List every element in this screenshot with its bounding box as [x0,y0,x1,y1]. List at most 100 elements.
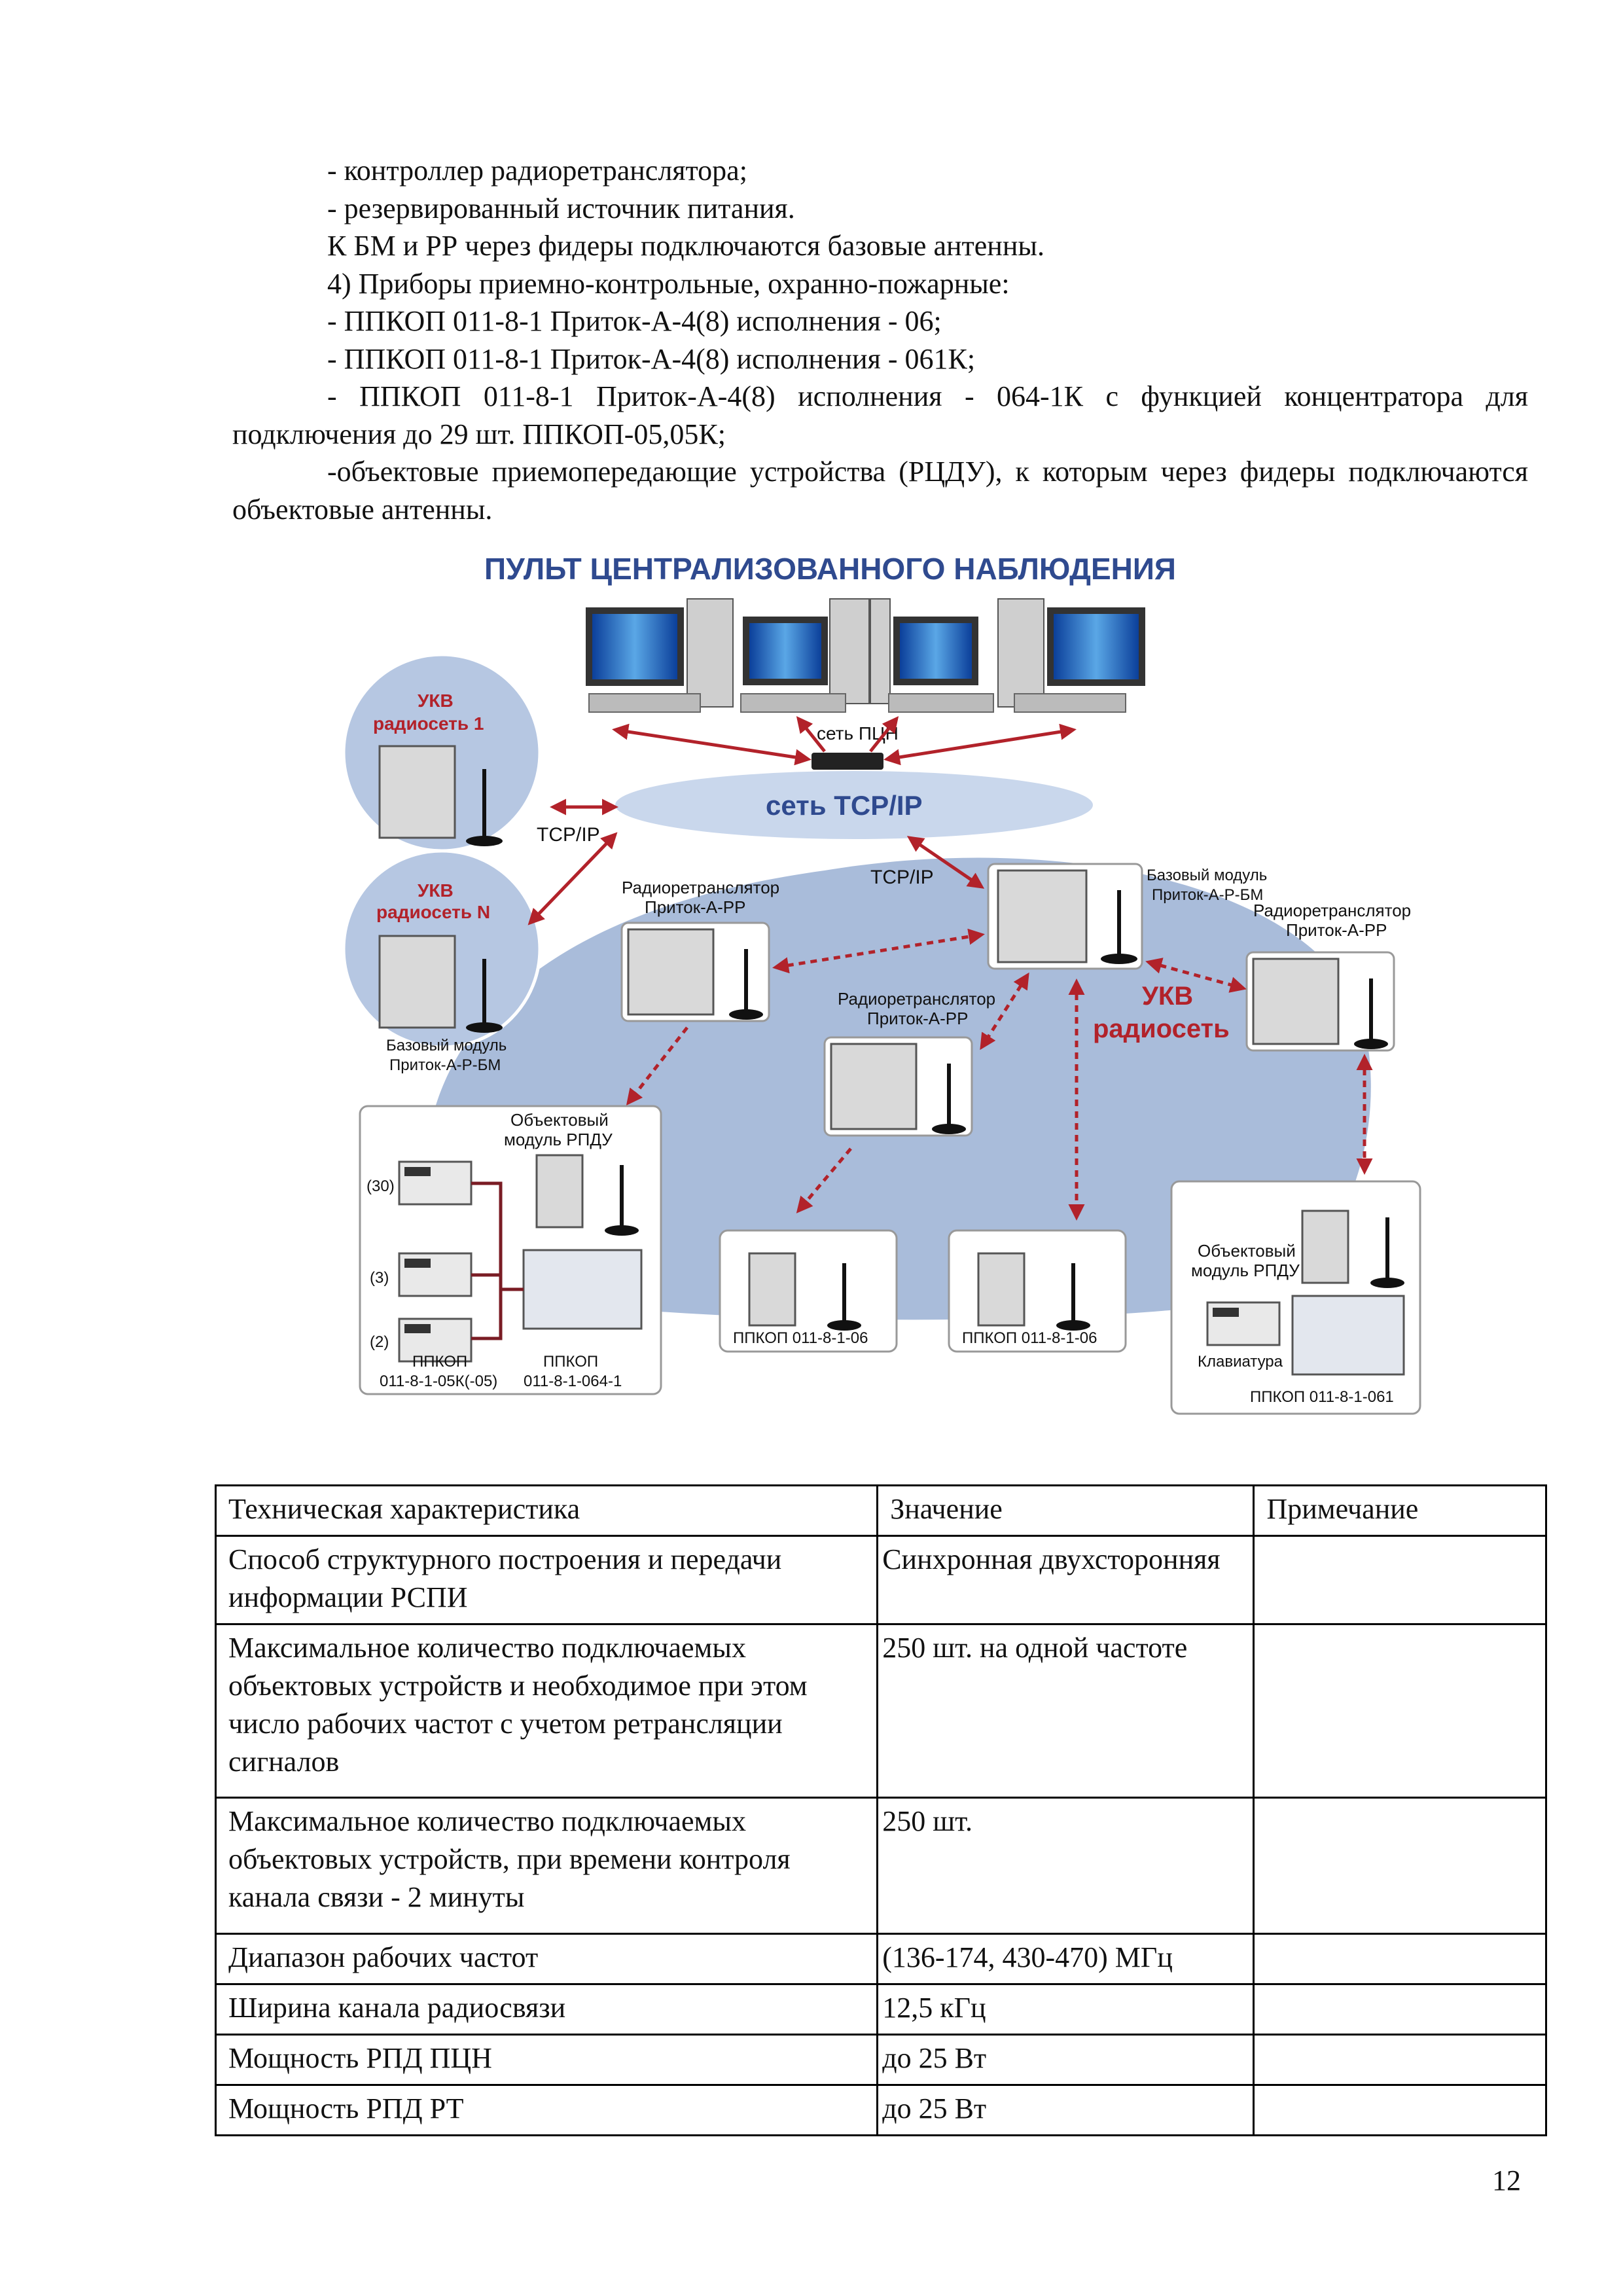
network-switch-icon [812,753,883,770]
tcp-link-left-label: TCP/IP [537,824,600,846]
bm-main-label-b: Приток-А-Р-БМ [1152,886,1263,904]
table-cell [1253,2084,1547,2136]
antenna-icon [1056,1263,1090,1331]
page-number: 12 [1492,2164,1521,2197]
keypad-30-label: (30) [366,1177,395,1195]
bm-left-label-a: Базовый модуль [386,1037,507,1054]
antenna-icon [932,1064,966,1134]
table-cell: Мощность РПД ПЦН [214,2034,879,2086]
bm-main-label-a: Базовый модуль [1147,867,1267,884]
radio-links [626,928,1373,1221]
paragraph-7: - ППКОП 011-8-1 Приток-А-4(8) исполнения… [232,380,1528,450]
table-cell: Мощность РПД РТ [214,2084,879,2136]
rr-right-label-b: Приток-А-РР [1286,920,1387,940]
wire-links [471,1181,524,1340]
ppkop-05-label-b: 011-8-1-05К(-05) [380,1372,497,1390]
ppkop-061-label: ППКОП 011-8-1-061 [1250,1388,1394,1406]
table-cell: 12,5 кГц [876,1983,1255,2036]
obj-module-left-label-b: модуль РПДУ [504,1130,613,1149]
ppkop-05-label-a: ППКОП [412,1353,467,1371]
paragraph-3: К БМ и РР через фидеры подключаются базо… [327,230,1044,262]
table-cell [1253,1797,1547,1935]
antenna-icon [1101,890,1137,964]
bm-left-label-b: Приток-А-Р-БМ [389,1056,501,1074]
monitor-icon [870,598,994,713]
monitor-icon [586,598,734,713]
paragraph-5: - ППКОП 011-8-1 Приток-А-4(8) исполнения… [327,305,942,337]
table-cell [1253,1933,1547,1985]
table-header-row: Техническая характеристика Значение Прим… [214,1484,1547,1537]
cabinet-icon [997,869,1088,963]
table-cell: Ширина канала радиосвязи [214,1983,879,2036]
ppkop-06-1-label: ППКОП 011-8-1-06 [733,1329,868,1347]
keypad-icon [398,1252,473,1297]
ukv-net-n-label-a: УКВ [418,880,454,901]
antenna-icon [729,949,763,1020]
table-cell: до 25 Вт [876,2084,1255,2136]
table-header-cell: Примечание [1253,1484,1547,1537]
cabinet-icon [1301,1210,1349,1284]
rr-right-label-a: Радиоретранслятор [1253,901,1411,920]
cabinet-icon [535,1154,584,1229]
table-cell: Способ структурного построения и передач… [214,1535,879,1625]
tcp-network-label: сеть TCP/IP [766,790,923,821]
table-row: Способ структурного построения и передач… [214,1535,1547,1625]
table-row: Ширина канала радиосвязи 12,5 кГц [214,1983,1547,2036]
ukv-net-1-label-a: УКВ [418,691,454,711]
obj-module-right-label-a: Объектовый [1198,1241,1296,1261]
control-panel-icon [1291,1295,1405,1376]
keypad-icon [398,1160,473,1206]
antenna-icon [605,1165,639,1236]
table-header-cell: Техническая характеристика [214,1484,879,1537]
cabinet-icon [977,1252,1026,1327]
ukv-center-label-a: УКВ [1142,982,1193,1011]
cabinet-icon [1252,958,1340,1045]
ukv-net-1-label-b: радиосеть 1 [373,713,484,734]
table-cell [1253,2034,1547,2086]
paragraph-6: - ППКОП 011-8-1 Приток-А-4(8) исполнения… [327,342,976,375]
table-cell [1253,1623,1547,1799]
table-row: Диапазон рабочих частот (136-174, 430-47… [214,1933,1547,1985]
antenna-icon [1370,1217,1404,1288]
table-cell [1253,1535,1547,1625]
ukv-net-n-label-b: радиосеть N [376,902,490,922]
antenna-icon [1354,978,1388,1049]
table-row: Максимальное количество подключаемых объ… [214,1797,1547,1935]
keypad-2-label: (2) [370,1333,389,1351]
table-cell: Синхронная двухсторонняя [876,1535,1255,1625]
body-text: - контроллер радиоретранслятора; - резер… [232,152,1528,528]
ppkop-064-label-b: 011-8-1-064-1 [524,1372,622,1390]
paragraph-1: - контроллер радиоретранслятора; [327,154,747,187]
ppkop-064-label-a: ППКОП [543,1353,598,1371]
cabinet-icon [378,935,456,1029]
cabinet-icon [378,745,456,839]
cabinet-icon [748,1252,796,1327]
rr-mid-label-b: Приток-А-РР [867,1009,968,1028]
table-row: Мощность РПД ПЦН до 25 Вт [214,2034,1547,2086]
table-row: Мощность РПД РТ до 25 Вт [214,2084,1547,2136]
ukv-center-label-b: радиосеть [1093,1014,1230,1043]
table-cell: Максимальное количество подключаемых объ… [214,1623,879,1799]
obj-module-right-label-b: модуль РПДУ [1191,1261,1300,1280]
network-diagram-svg: ПУЛЬТ ЦЕНТРАЛИЗОВАННОГО НАБЛЮДЕНИЯ [342,552,1421,1415]
control-panel-icon [522,1249,643,1330]
monitor-icon [997,598,1145,713]
keypad-icon [1206,1301,1281,1346]
paragraph-4: 4) Приборы приемно-контрольные, охранно-… [327,267,1010,300]
tcp-link-right-label: TCP/IP [870,867,934,888]
paragraph-2: - резервированный источник питания. [327,192,795,224]
obj-module-left-label-a: Объектовый [510,1110,609,1130]
antenna-icon [466,769,503,846]
antenna-icon [466,959,503,1033]
table-cell: 250 шт. на одной частоте [876,1623,1255,1799]
specs-table: Техническая характеристика Значение Прим… [214,1484,1547,2136]
table-row: Максимальное количество подключаемых объ… [214,1623,1547,1799]
table-cell [1253,1983,1547,2036]
monitor-icon [740,598,870,713]
diagram-title: ПУЛЬТ ЦЕНТРАЛИЗОВАННОГО НАБЛЮДЕНИЯ [484,552,1176,586]
table-cell: (136-174, 430-470) МГц [876,1933,1255,1985]
table-header-cell: Значение [876,1484,1255,1537]
table-cell: 250 шт. [876,1797,1255,1935]
rr-left-label-a: Радиоретранслятор [622,878,779,897]
